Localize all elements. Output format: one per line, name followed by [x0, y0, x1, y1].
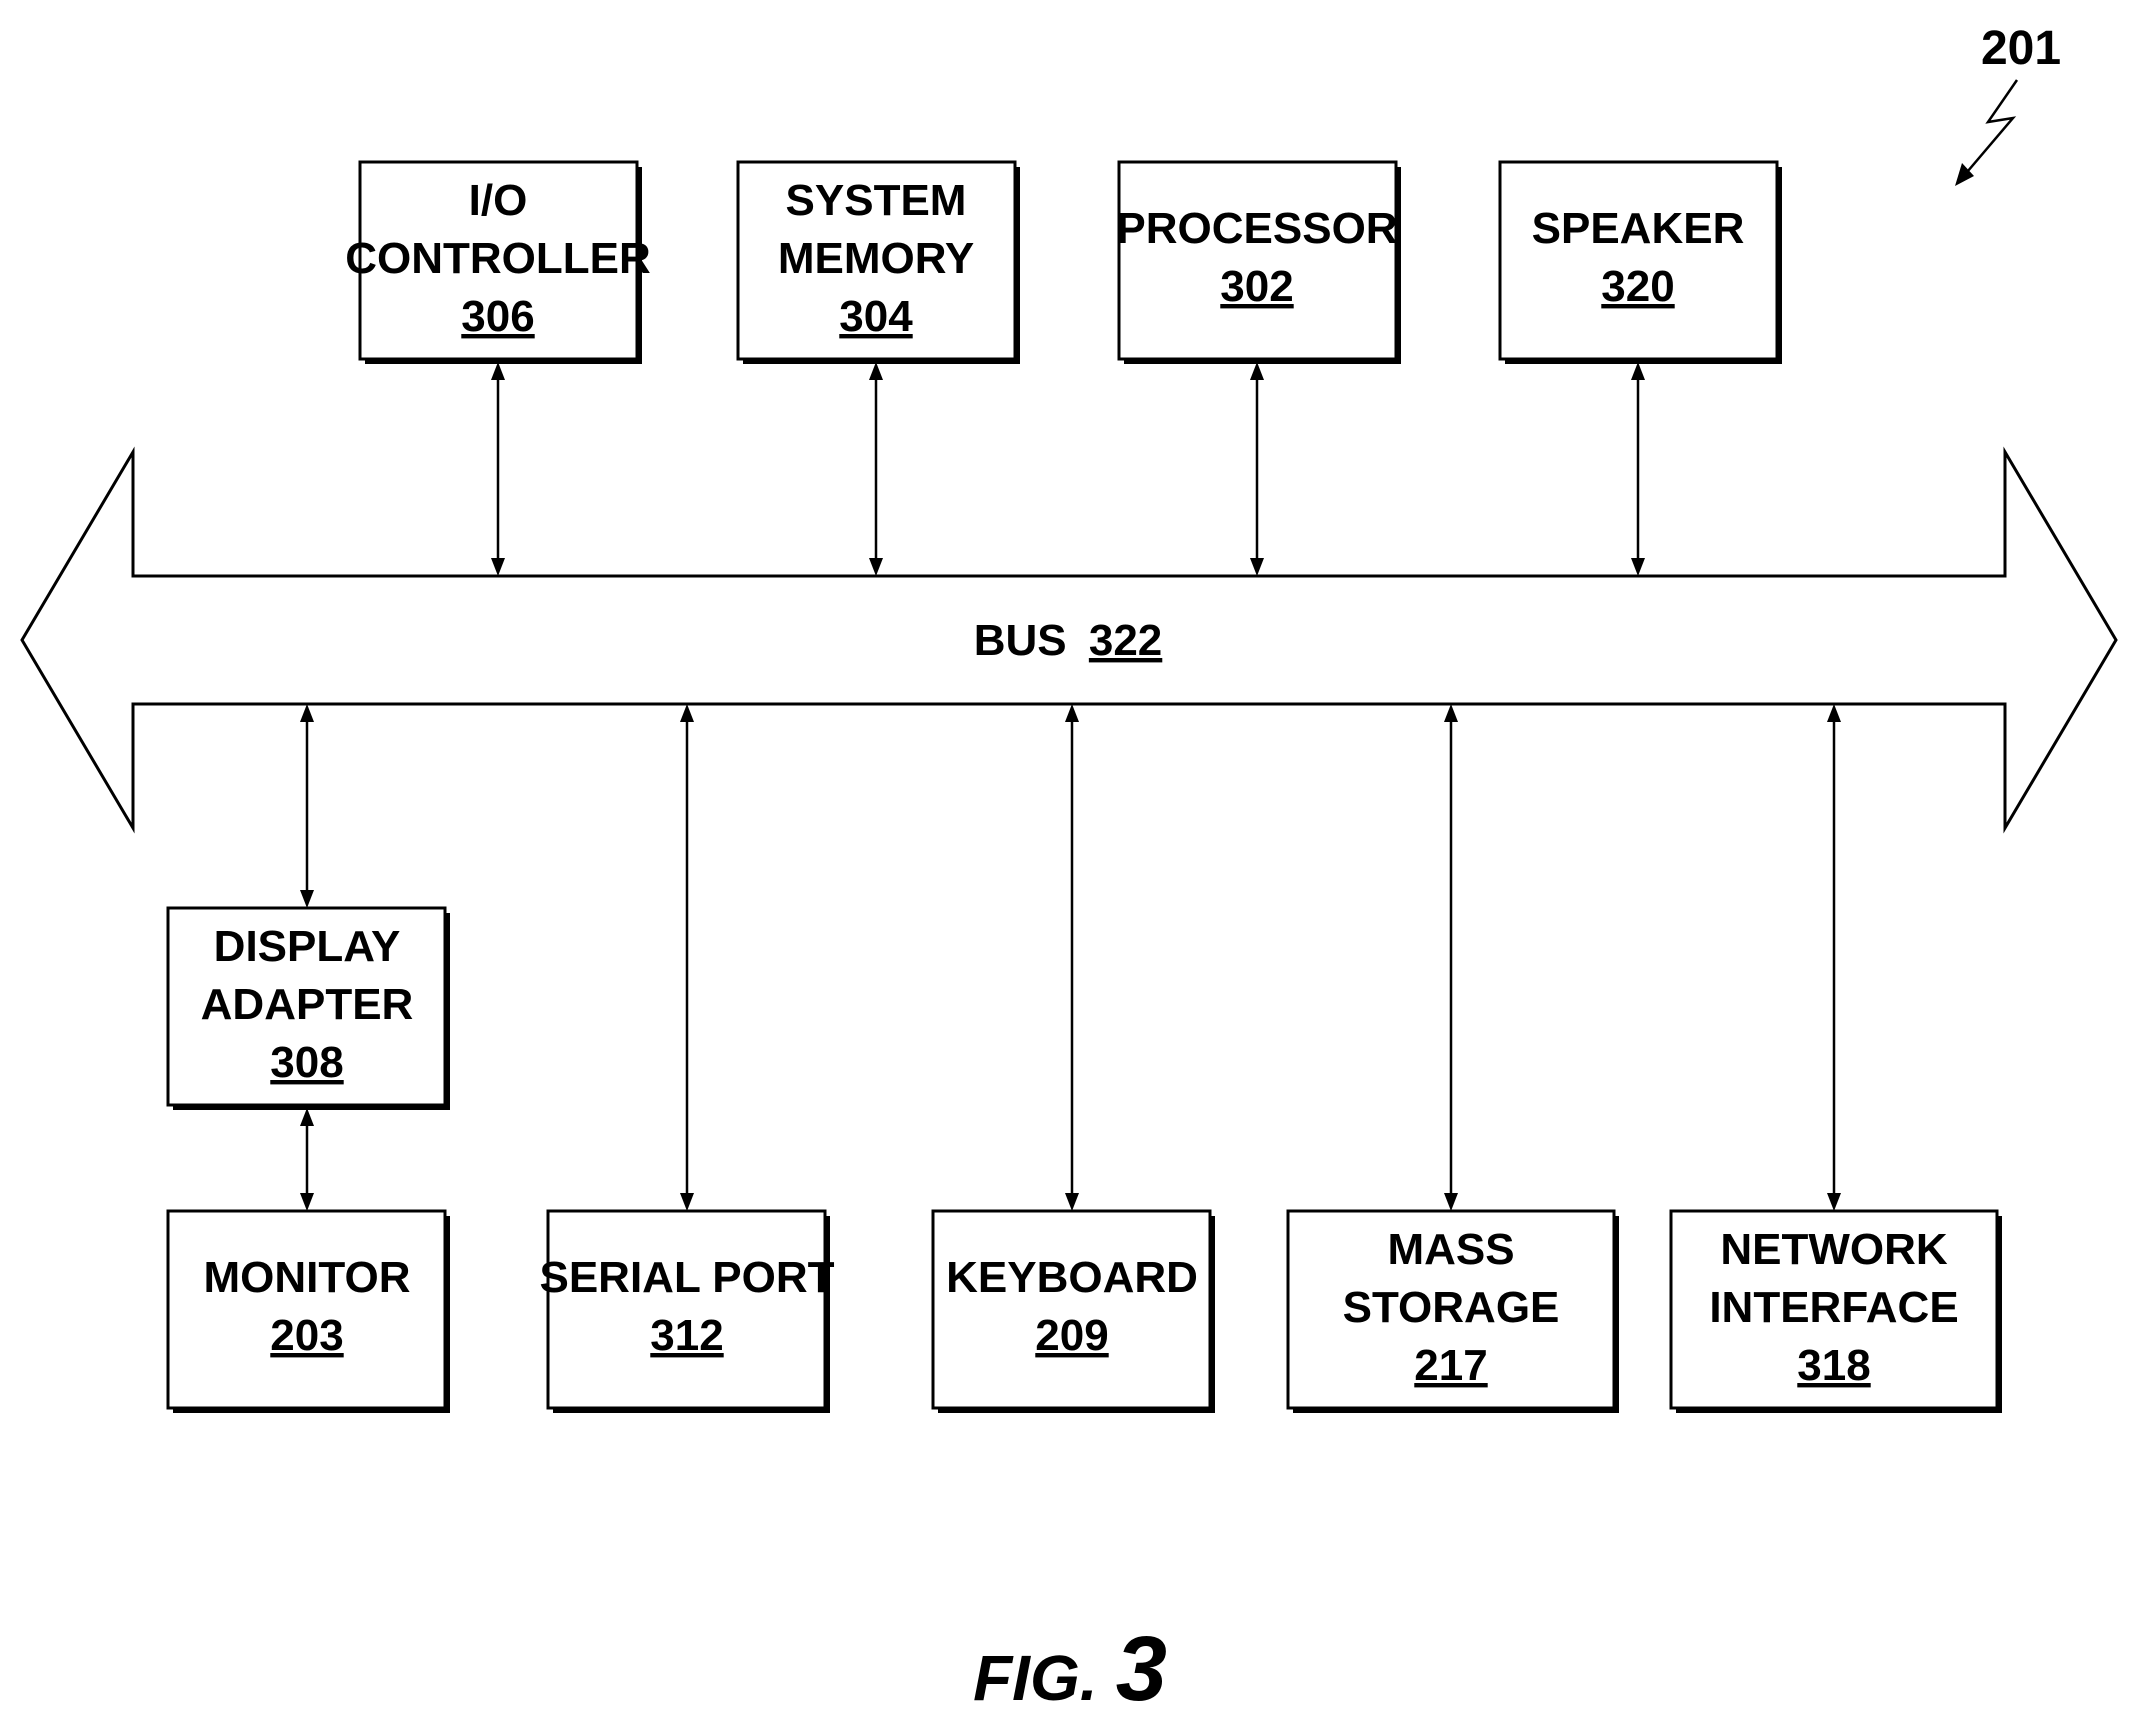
keyboard-label: KEYBOARD [946, 1253, 1198, 1302]
mass-storage-number: 217 [1414, 1341, 1487, 1390]
system-memory-block: SYSTEM MEMORY 304 [738, 162, 1020, 364]
mass-storage-connector-arrowhead-bottom [1444, 1193, 1458, 1211]
serial-port-connector-arrowhead-bottom [680, 1193, 694, 1211]
speaker-block: SPEAKER 320 [1500, 162, 1782, 364]
mass-storage-label-1: MASS [1387, 1225, 1514, 1274]
bus-label-text: BUS [974, 616, 1067, 665]
speaker-label: SPEAKER [1532, 204, 1745, 253]
bus-number: 322 [1089, 616, 1162, 665]
display-adapter-label-1: DISPLAY [214, 922, 401, 971]
figure-ref-leader [1962, 80, 2017, 178]
network-interface-number: 318 [1797, 1341, 1870, 1390]
display-adapter-connector-arrowhead-bottom [300, 890, 314, 908]
system-memory-number: 304 [839, 292, 913, 341]
network-interface-label-2: INTERFACE [1709, 1283, 1958, 1332]
monitor-number: 203 [270, 1311, 343, 1360]
keyboard-connector-arrowhead-top [1065, 704, 1079, 722]
io-controller-block: I/O CONTROLLER 306 [345, 162, 651, 364]
figure-ref-number: 201 [1981, 22, 2061, 75]
mass-storage-connector-arrowhead-top [1444, 704, 1458, 722]
monitor-connector [300, 1108, 314, 1211]
speaker-connector-arrowhead-bottom [1631, 558, 1645, 576]
display-adapter-connector [300, 704, 314, 908]
figure-caption-number: 3 [1116, 1618, 1167, 1719]
mass-storage-block: MASS STORAGE 217 [1288, 1211, 1619, 1413]
io-controller-label-1: I/O [469, 176, 528, 225]
monitor-connector-arrowhead-top [300, 1108, 314, 1126]
keyboard-block: KEYBOARD 209 [933, 1211, 1215, 1413]
system-memory-connector-arrowhead-top [869, 362, 883, 380]
serial-port-connector-arrowhead-top [680, 704, 694, 722]
monitor-block: MONITOR 203 [168, 1211, 450, 1413]
keyboard-number: 209 [1035, 1311, 1108, 1360]
processor-connector-arrowhead-bottom [1250, 558, 1264, 576]
network-interface-label-1: NETWORK [1720, 1225, 1948, 1274]
serial-port-connector [680, 704, 694, 1211]
speaker-connector [1631, 362, 1645, 576]
bus-label: BUS 322 [974, 616, 1163, 665]
system-memory-connector [869, 362, 883, 576]
display-adapter-connector-arrowhead-top [300, 704, 314, 722]
connectors [300, 362, 1841, 1211]
serial-port-number: 312 [650, 1311, 723, 1360]
io-controller-connector-arrowhead-top [491, 362, 505, 380]
system-memory-label-1: SYSTEM [786, 176, 967, 225]
network-interface-block: NETWORK INTERFACE 318 [1671, 1211, 2002, 1413]
keyboard-connector-arrowhead-bottom [1065, 1193, 1079, 1211]
io-controller-label-2: CONTROLLER [345, 234, 651, 283]
monitor-label: MONITOR [204, 1253, 411, 1302]
mass-storage-connector [1444, 704, 1458, 1211]
speaker-number: 320 [1601, 262, 1674, 311]
io-controller-connector [491, 362, 505, 576]
network-interface-connector-arrowhead-bottom [1827, 1193, 1841, 1211]
io-controller-number: 306 [461, 292, 534, 341]
processor-connector-arrowhead-top [1250, 362, 1264, 380]
keyboard-connector [1065, 704, 1079, 1211]
monitor-connector-arrowhead-bottom [300, 1193, 314, 1211]
network-interface-connector-arrowhead-top [1827, 704, 1841, 722]
processor-number: 302 [1220, 262, 1293, 311]
figure-caption: FIG. 3 [973, 1618, 1167, 1719]
processor-connector [1250, 362, 1264, 576]
display-adapter-label-2: ADAPTER [201, 980, 414, 1029]
io-controller-connector-arrowhead-bottom [491, 558, 505, 576]
processor-block: PROCESSOR 302 [1116, 162, 1401, 364]
serial-port-block: SERIAL PORT 312 [539, 1211, 834, 1413]
display-adapter-block: DISPLAY ADAPTER 308 [168, 908, 450, 1110]
system-memory-connector-arrowhead-bottom [869, 558, 883, 576]
processor-label: PROCESSOR [1116, 204, 1397, 253]
system-memory-label-2: MEMORY [778, 234, 974, 283]
network-interface-connector [1827, 704, 1841, 1211]
serial-port-label: SERIAL PORT [539, 1253, 834, 1302]
mass-storage-label-2: STORAGE [1343, 1283, 1560, 1332]
display-adapter-number: 308 [270, 1038, 343, 1087]
figure-caption-prefix: FIG. [973, 1642, 1097, 1714]
speaker-connector-arrowhead-top [1631, 362, 1645, 380]
